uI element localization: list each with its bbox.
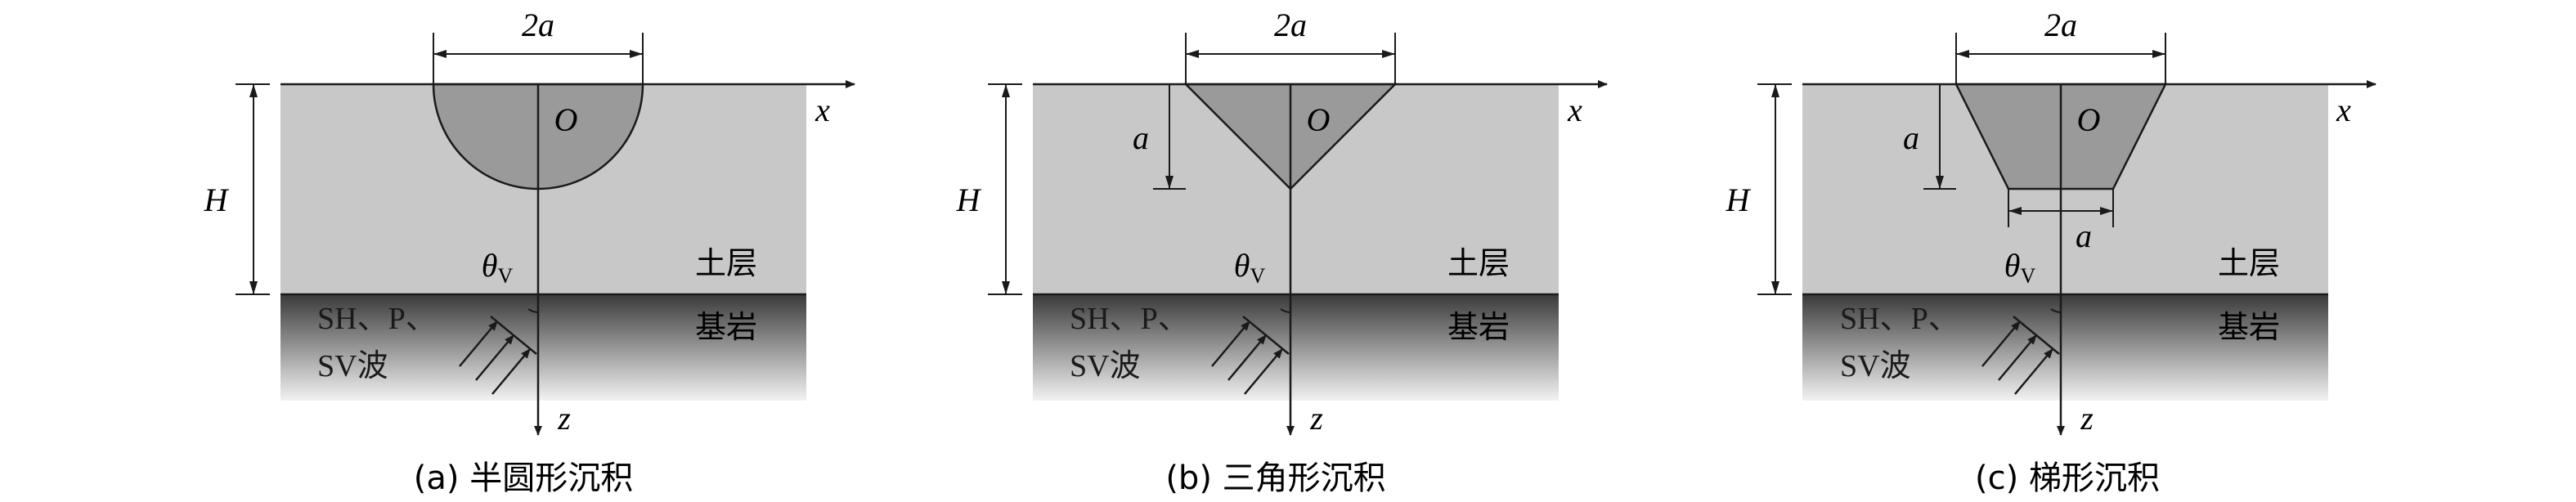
height-label: H bbox=[956, 182, 982, 218]
width-label: 2a bbox=[522, 7, 554, 43]
angle-arc bbox=[2050, 308, 2062, 313]
wavefront-line bbox=[490, 316, 537, 355]
origin-label: O bbox=[2077, 101, 2101, 138]
origin-label: O bbox=[554, 101, 578, 138]
wave-ray-2 bbox=[475, 334, 514, 381]
bedrock-label: 基岩 bbox=[2218, 309, 2280, 345]
x-axis-label: x bbox=[815, 92, 830, 128]
wave-ray-2 bbox=[1998, 334, 2037, 381]
height-label: H bbox=[1726, 182, 1752, 218]
height-dim-arrow-top bbox=[249, 84, 258, 97]
angle-arc bbox=[1280, 308, 1291, 313]
bedrock-layer bbox=[1033, 294, 1559, 401]
wave-ray-3 bbox=[1244, 348, 1283, 395]
panel-caption: (a) 半圆形沉积 bbox=[414, 459, 633, 497]
waves-label-line2: SV波 bbox=[1070, 349, 1141, 383]
wave-ray-3 bbox=[491, 348, 531, 395]
waves-label-line2: SV波 bbox=[1840, 349, 1911, 383]
angle-label: θV bbox=[1234, 247, 1266, 288]
height-label: H bbox=[204, 182, 230, 218]
width-dim-arrow-left bbox=[1956, 50, 1969, 58]
angle-label: θV bbox=[2004, 247, 2036, 288]
height-dim-arrow-top bbox=[1002, 84, 1010, 97]
width-dim-arrow-right bbox=[1382, 50, 1395, 58]
origin-label: O bbox=[1307, 101, 1331, 138]
width-dim-arrow-right bbox=[2152, 50, 2165, 58]
waves-label-line2: SV波 bbox=[317, 349, 388, 383]
wave-ray-2 bbox=[1227, 334, 1267, 381]
z-axis-label: z bbox=[557, 400, 571, 437]
panel-caption: (c) 梯形沉积 bbox=[1975, 459, 2160, 497]
panel-b: 2a a O x H θV 土层 基岩 SH、P、 SV波 z (b) 三角形沉… bbox=[956, 7, 1608, 497]
wave-ray-1 bbox=[459, 320, 498, 367]
panel-c: 2a a a O x H θV 土层 基岩 SH、P、 SV波 z (c) 梯形… bbox=[1726, 7, 2376, 497]
height-dim-arrow-bottom bbox=[1002, 281, 1010, 294]
x-axis-label: x bbox=[2336, 92, 2351, 128]
depth-label: a bbox=[1903, 119, 1919, 156]
angle-label: θV bbox=[482, 247, 514, 288]
width-dim-arrow-left bbox=[433, 50, 447, 58]
bedrock-layer bbox=[280, 294, 806, 401]
panel-a: 2a O x H θV 土层 基岩 SH、P、 SV波 z (a) 半圆形沉积 bbox=[204, 7, 855, 497]
panel-caption: (b) 三角形沉积 bbox=[1165, 459, 1385, 497]
wave-ray-1 bbox=[1981, 320, 2021, 367]
bottom-dim-arrow-right bbox=[2100, 207, 2113, 215]
depth-dim-arrow bbox=[1936, 176, 1944, 189]
soil-layer-label: 土层 bbox=[1447, 245, 1510, 281]
bedrock-label: 基岩 bbox=[1447, 309, 1510, 345]
depth-label: a bbox=[1133, 119, 1149, 156]
soil-layer-label: 土层 bbox=[695, 245, 757, 281]
wavefront-line bbox=[2013, 316, 2060, 355]
wave-arrows bbox=[1981, 316, 2060, 395]
bedrock-layer bbox=[1802, 294, 2328, 401]
width-dim-arrow-right bbox=[630, 50, 643, 58]
wave-ray-3 bbox=[2014, 348, 2053, 395]
waves-label-line1: SH、P、 bbox=[1070, 302, 1189, 336]
height-dim-arrow-top bbox=[1771, 84, 1779, 97]
angle-arc bbox=[527, 308, 539, 313]
wavefront-line bbox=[1242, 316, 1290, 355]
wave-ray-1 bbox=[1211, 320, 1250, 367]
z-axis-label: z bbox=[2080, 400, 2094, 437]
bottom-dim-arrow-left bbox=[2008, 207, 2022, 215]
width-label: 2a bbox=[2044, 7, 2077, 43]
bedrock-label: 基岩 bbox=[695, 309, 757, 345]
wave-arrows bbox=[459, 316, 537, 395]
width-label: 2a bbox=[1274, 7, 1307, 43]
z-axis-label: z bbox=[1309, 400, 1323, 437]
waves-label-line1: SH、P、 bbox=[317, 302, 437, 336]
width-dim-arrow-left bbox=[1186, 50, 1199, 58]
depth-dim-arrow bbox=[1165, 176, 1174, 189]
x-axis-label: x bbox=[1567, 92, 1582, 128]
wave-arrows bbox=[1211, 316, 1290, 395]
bottom-width-label: a bbox=[2076, 217, 2092, 254]
height-dim-arrow-bottom bbox=[1771, 281, 1779, 294]
height-dim-arrow-bottom bbox=[249, 281, 258, 294]
soil-layer-label: 土层 bbox=[2218, 245, 2280, 281]
waves-label-line1: SH、P、 bbox=[1840, 302, 1959, 336]
